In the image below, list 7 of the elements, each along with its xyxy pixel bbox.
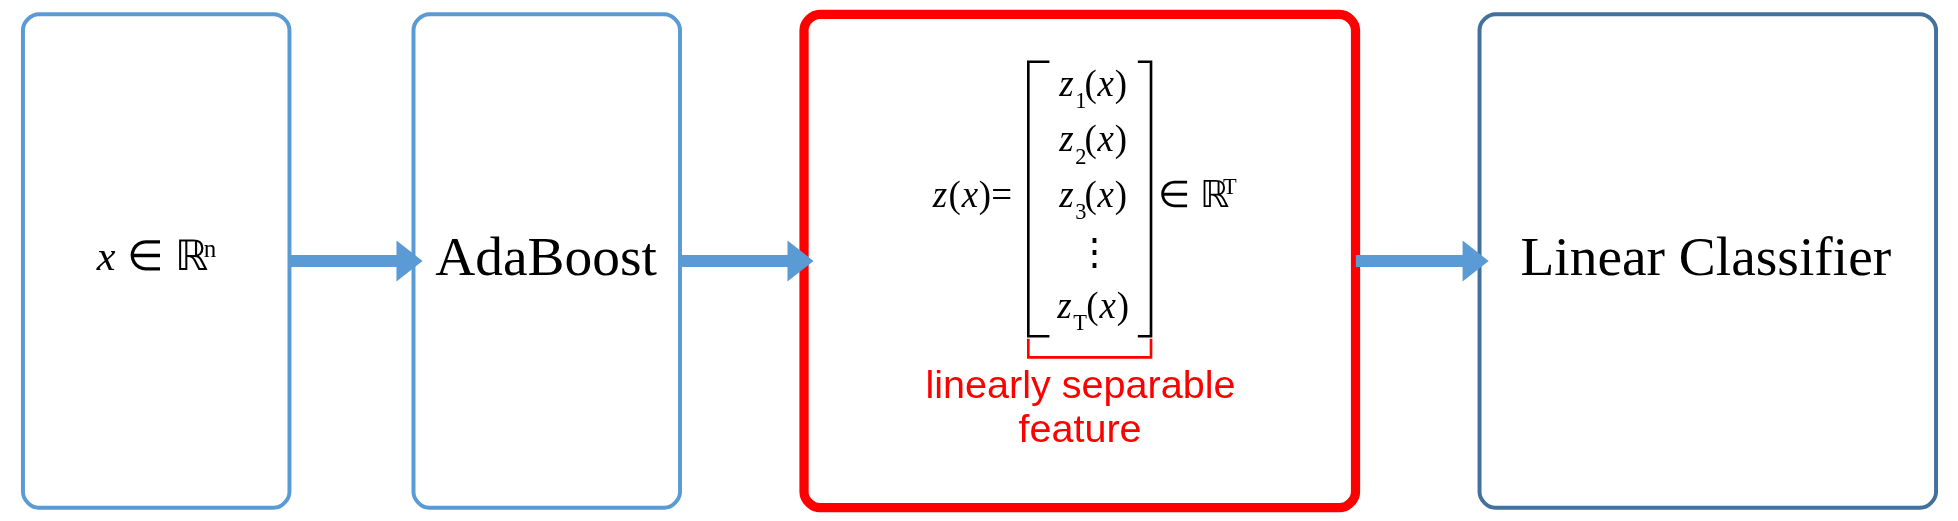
arrow	[1355, 239, 1489, 282]
arrow	[679, 239, 814, 282]
arrow	[289, 239, 423, 282]
node-box: x ∈ ℝ$^{n}$	[20, 11, 291, 510]
node-box: Linear Classifier	[1477, 11, 1938, 510]
node-box: z(x)= z$_{1}$(x) ∈ ℝ$^{T}$ z$_{2}$(x) z$_{3}$(x) ⋮ z$_{T}$(x) linearly separable feature	[798, 9, 1360, 512]
node-box: AdaBoost	[411, 11, 682, 510]
